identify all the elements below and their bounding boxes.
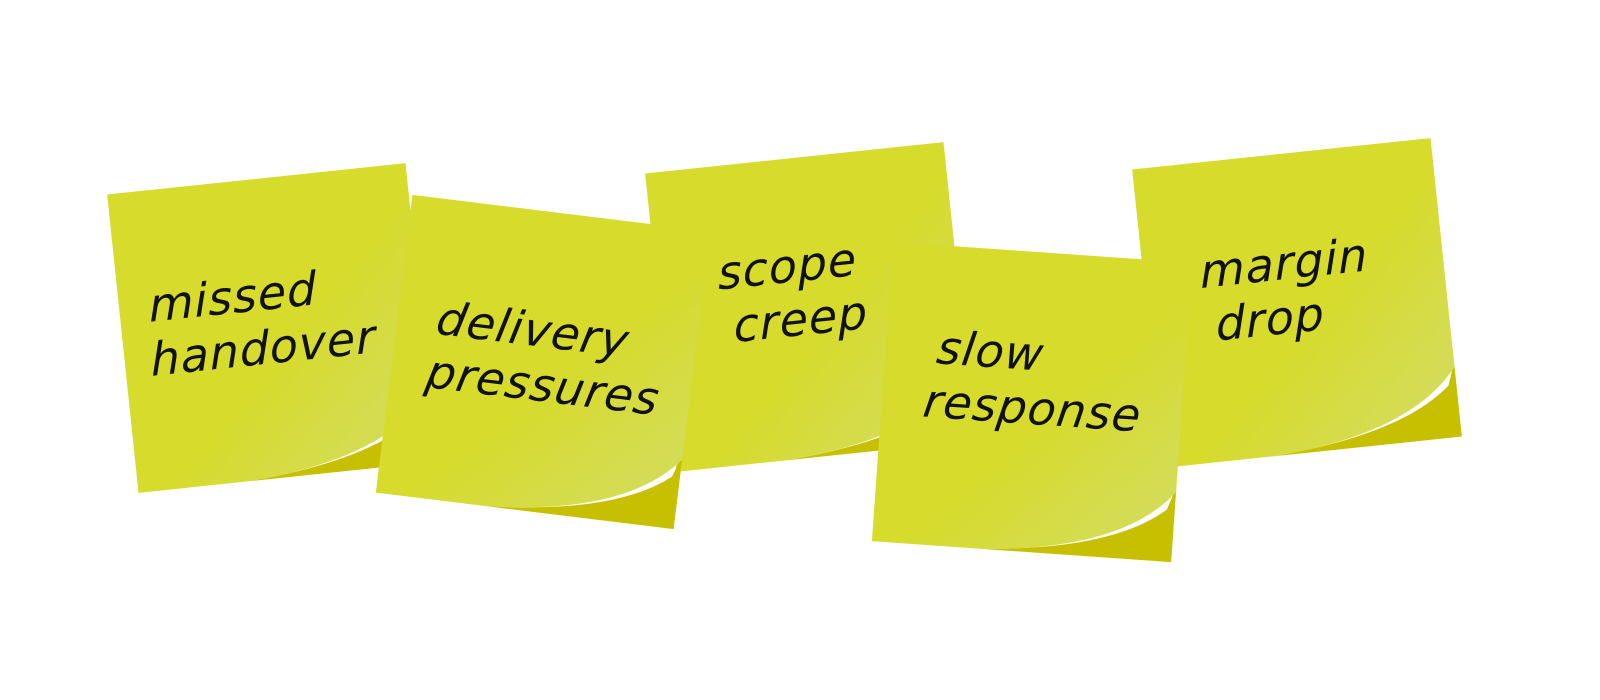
sticky-note-delivery-pressures[interactable]: delivery pressures <box>375 194 711 530</box>
sticky-note-slow-response[interactable]: slow response <box>871 241 1193 563</box>
sticky-note-shape <box>375 194 711 530</box>
sticky-note-text: slow response <box>920 320 1190 445</box>
sticky-note-margin-drop[interactable]: margin drop <box>1132 138 1462 468</box>
sticky-note-shape <box>1132 138 1462 468</box>
sticky-note-shape <box>871 241 1193 563</box>
